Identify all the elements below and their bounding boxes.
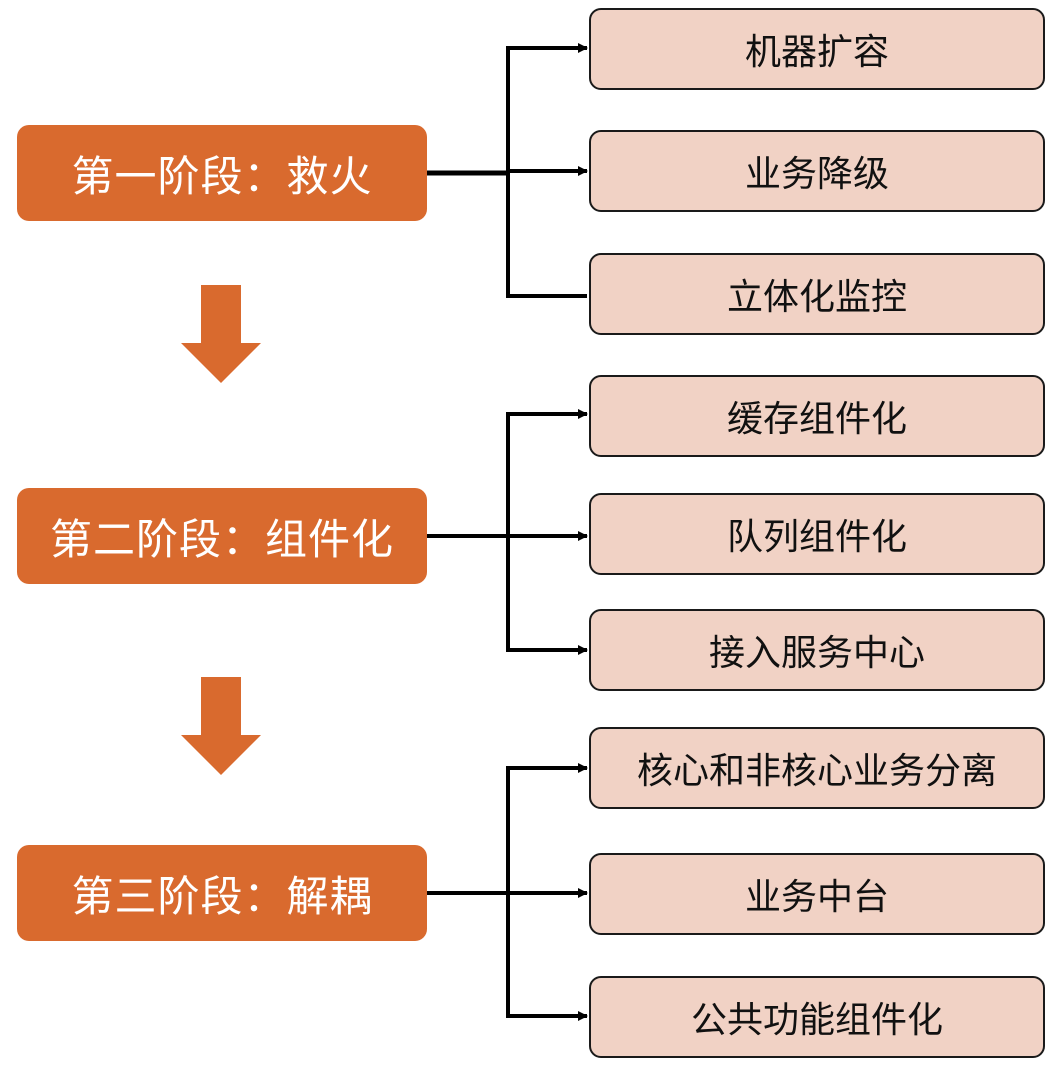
task-box: 核心和非核心业务分离 [589,727,1045,809]
task-box: 机器扩容 [589,8,1045,90]
down-arrow-icon [181,285,261,383]
stage-label: 第一阶段：救火 [71,151,373,201]
stage-label: 第三阶段：解耦 [71,871,373,921]
task-label: 缓存组件化 [726,399,907,440]
stage-label: 第二阶段：组件化 [49,514,394,564]
task-box: 缓存组件化 [589,375,1045,457]
task-label: 立体化监控 [726,277,907,318]
task-label: 业务中台 [744,877,889,918]
task-label: 业务降级 [744,154,889,195]
task-label: 接入服务中心 [708,633,925,674]
task-label: 队列组件化 [726,517,907,558]
task-box: 公共功能组件化 [589,976,1045,1058]
stage-box-1: 第一阶段：救火 [17,125,427,221]
task-box: 业务中台 [589,853,1045,935]
stage-box-2: 第二阶段：组件化 [17,488,427,584]
task-label: 公共功能组件化 [690,1000,943,1041]
task-label: 机器扩容 [744,32,889,73]
down-arrow-icon [181,677,261,775]
task-box: 立体化监控 [589,253,1045,335]
stage-3-connectors [427,763,588,1021]
task-box: 业务降级 [589,130,1045,212]
task-label: 核心和非核心业务分离 [636,751,997,792]
task-box: 队列组件化 [589,493,1045,575]
stage-2-connectors [427,409,588,655]
task-box: 接入服务中心 [589,609,1045,691]
stage-1-connectors [427,43,588,298]
stage-box-3: 第三阶段：解耦 [17,845,427,941]
